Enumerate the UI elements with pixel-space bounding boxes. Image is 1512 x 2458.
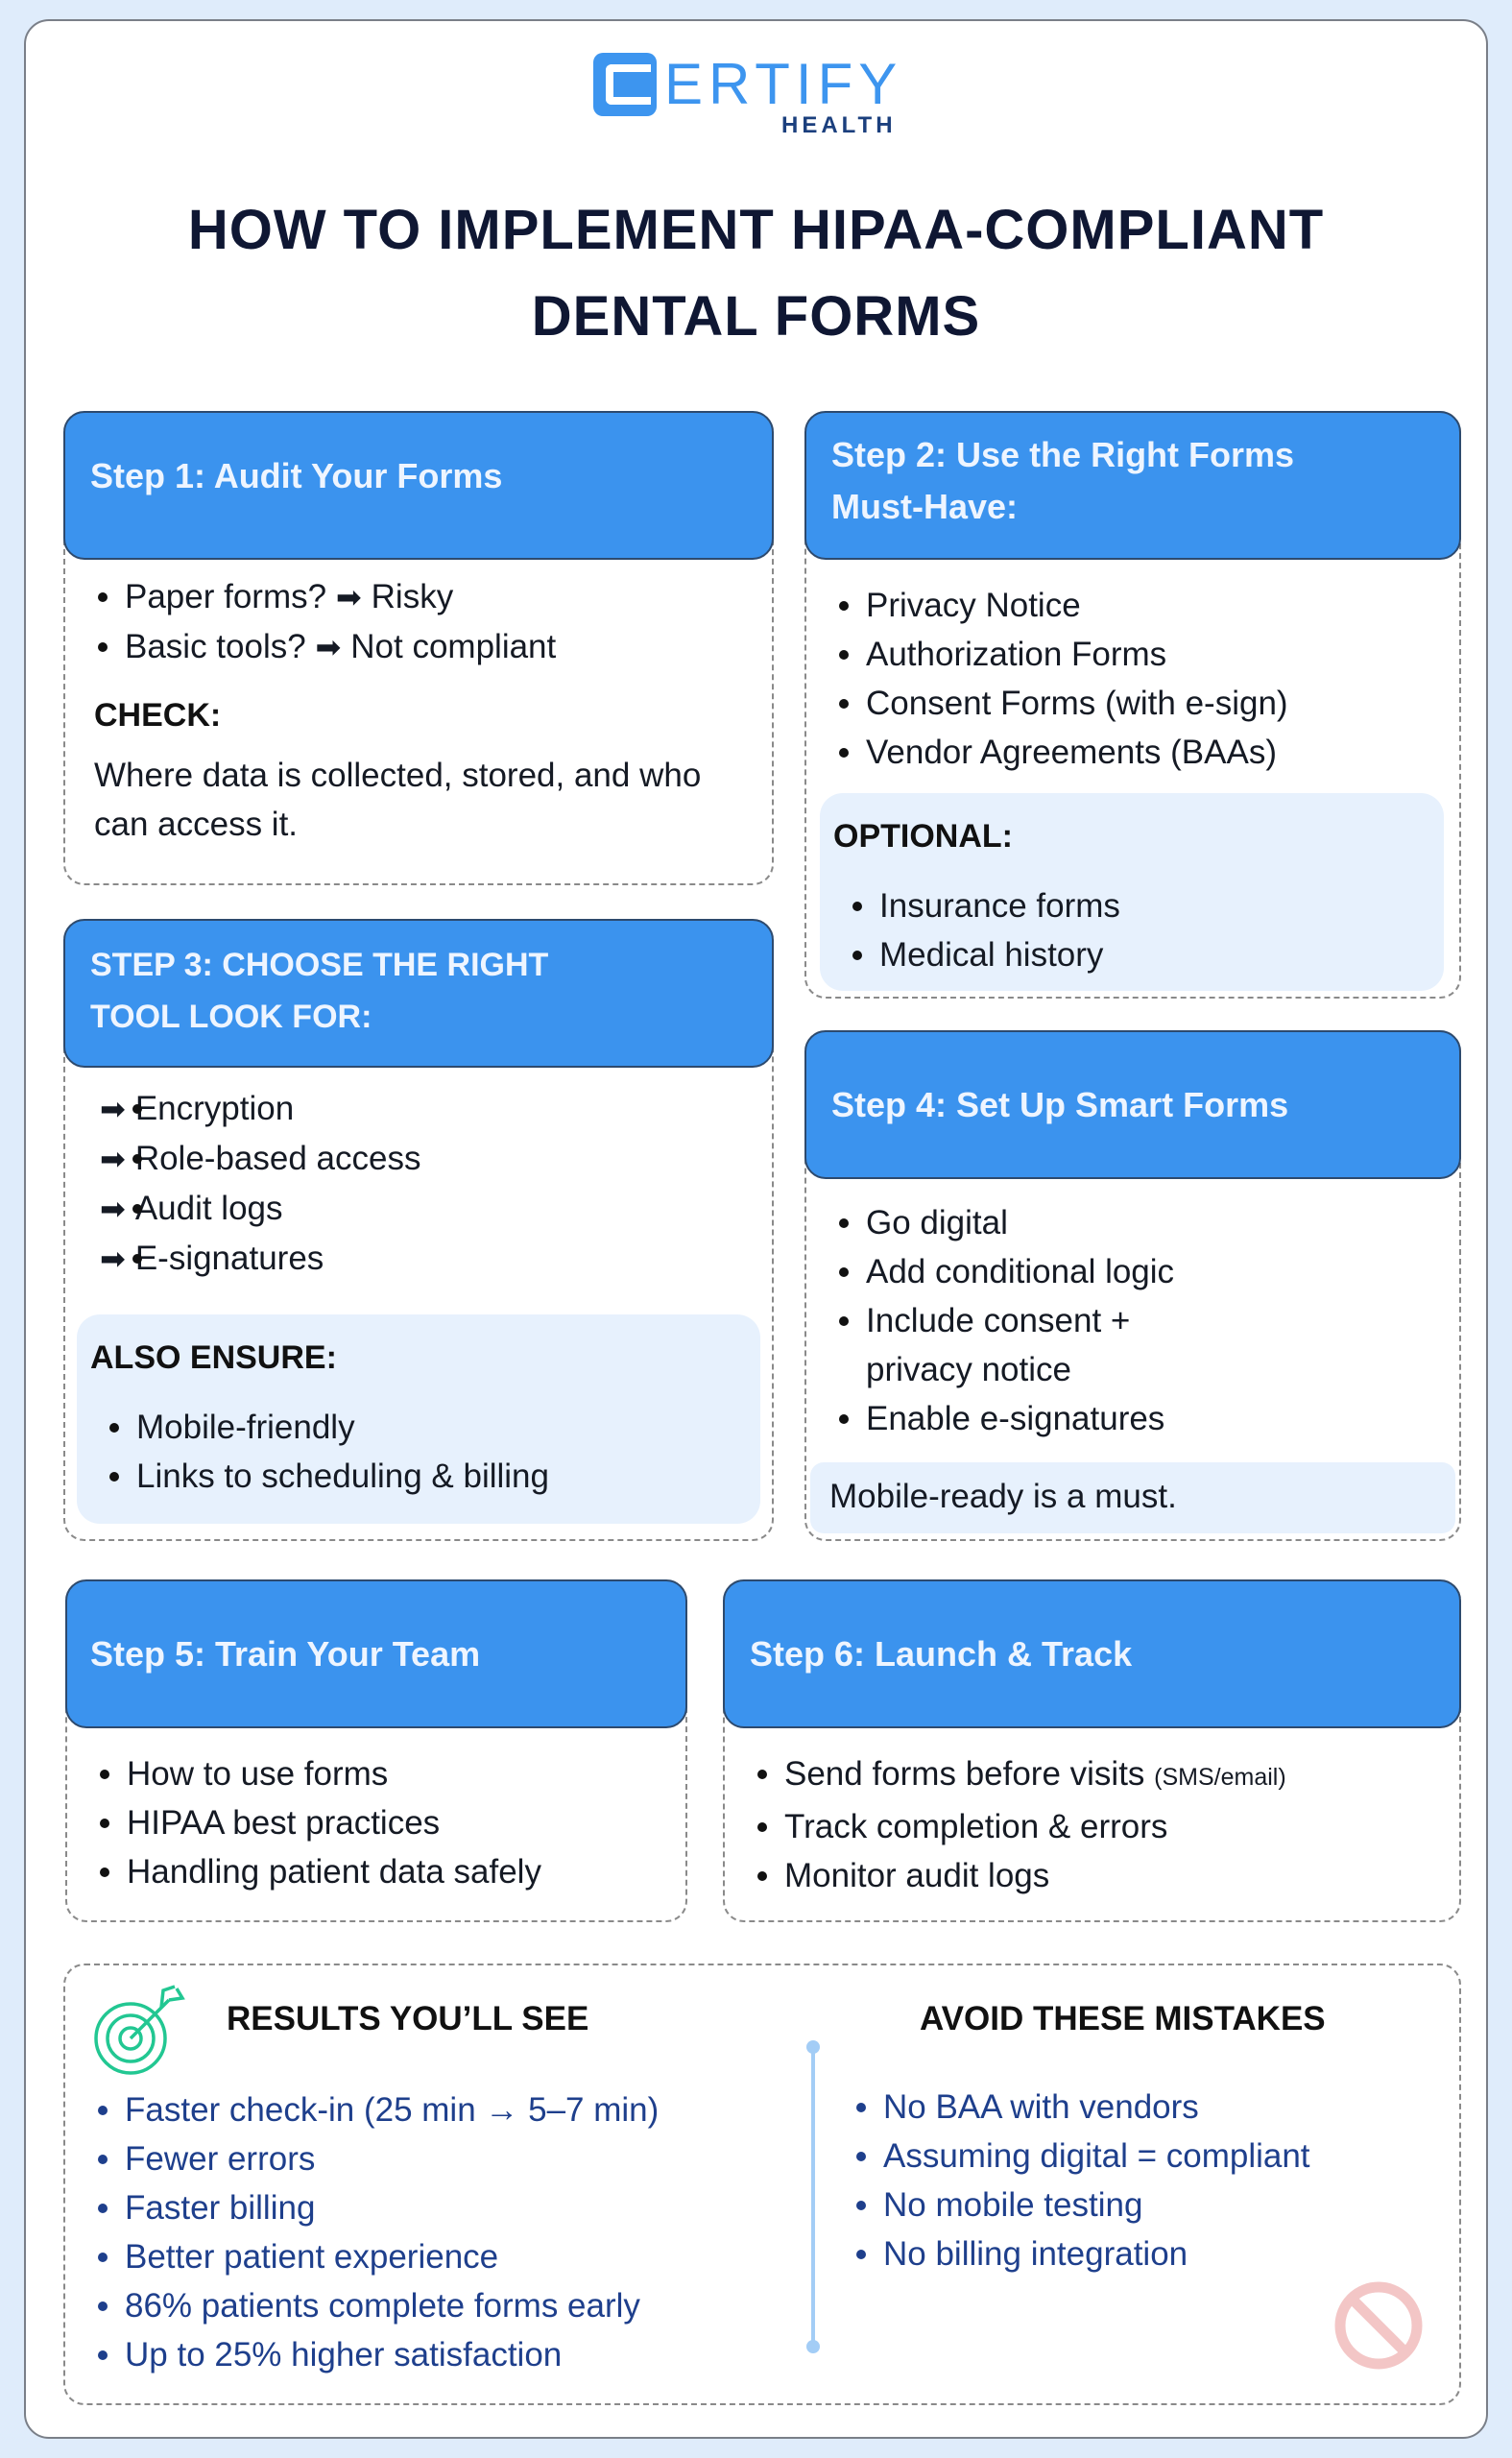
list-item: Go digital	[806, 1198, 1229, 1247]
step-6-list: Send forms before visits (SMS/email) Tra…	[725, 1749, 1459, 1900]
list-item: Enable e-signatures	[806, 1394, 1229, 1443]
step-4-note-panel: Mobile-ready is a must.	[810, 1462, 1455, 1533]
list-item: Faster check-in (25 min → 5–7 min)	[65, 2085, 795, 2134]
logo-subtitle: HEALTH	[781, 112, 897, 138]
step-3-ensure-list: Mobile-friendly Links to scheduling & bi…	[77, 1403, 760, 1501]
list-item: Send forms before visits (SMS/email)	[725, 1749, 1459, 1802]
list-item: Privacy Notice	[806, 581, 1459, 630]
list-item: ➡Audit logs	[100, 1184, 772, 1234]
list-item: ➡Encryption	[100, 1084, 772, 1134]
step-4-heading: Step 4: Set Up Smart Forms	[804, 1030, 1461, 1179]
list-item: Insurance forms	[820, 881, 1444, 930]
step-1-heading-text: Step 1: Audit Your Forms	[90, 455, 503, 495]
step-4-card: Step 4: Set Up Smart Forms Go digital Ad…	[804, 1030, 1461, 1541]
list-item: Vendor Agreements (BAAs)	[806, 728, 1459, 777]
list-item: How to use forms	[67, 1749, 685, 1798]
results-mistakes-card: RESULTS YOU’LL SEE AVOID THESE MISTAKES …	[63, 1964, 1461, 2405]
step-3-heading-line1: STEP 3: CHOOSE THE RIGHT	[90, 946, 549, 983]
step-3-lookfor-list: ➡Encryption ➡Role-based access ➡Audit lo…	[100, 1084, 772, 1284]
divider	[811, 2042, 815, 2350]
list-item: Include consent + privacy notice	[806, 1296, 1229, 1394]
page-title: HOW TO IMPLEMENT HIPAA-COMPLIANT DENTAL …	[58, 187, 1454, 360]
arrow-right-icon: ➡	[100, 1192, 126, 1226]
step-3-heading: STEP 3: CHOOSE THE RIGHT TOOL LOOK FOR:	[63, 919, 774, 1068]
list-item: Track completion & errors	[725, 1802, 1459, 1851]
step-2-heading: Step 2: Use the Right Forms Must-Have:	[804, 411, 1461, 560]
results-list: Faster check-in (25 min → 5–7 min) Fewer…	[65, 2085, 795, 2379]
step-3-heading-line2: TOOL LOOK FOR:	[90, 998, 372, 1035]
list-item: Handling patient data safely	[67, 1847, 685, 1896]
list-item: No billing integration	[824, 2229, 1438, 2278]
step-2-heading-line2: Must-Have:	[831, 486, 1019, 526]
results-heading: RESULTS YOU’LL SEE	[227, 2000, 589, 2037]
page-title-line1: HOW TO IMPLEMENT HIPAA-COMPLIANT	[187, 199, 1325, 261]
mistakes-heading: AVOID THESE MISTAKES	[920, 2000, 1326, 2037]
list-item: HIPAA best practices	[67, 1798, 685, 1847]
step-6-card: Step 6: Launch & Track Send forms before…	[723, 1579, 1461, 1922]
arrow-right-icon: ➡	[100, 1092, 126, 1126]
sms-email-note: (SMS/email)	[1154, 1764, 1286, 1791]
step-1-check-label: CHECK:	[94, 697, 222, 734]
step-3-ensure-panel: ALSO ENSURE: Mobile-friendly Links to sc…	[77, 1314, 760, 1524]
list-item: Faster billing	[65, 2183, 795, 2232]
logo-c-mark-icon	[593, 53, 657, 116]
step-4-heading-text: Step 4: Set Up Smart Forms	[831, 1084, 1289, 1124]
step-5-heading-text: Step 5: Train Your Team	[90, 1633, 481, 1674]
list-item: Consent Forms (with e-sign)	[806, 679, 1459, 728]
list-item: No BAA with vendors	[824, 2083, 1438, 2132]
list-item: ➡Role-based access	[100, 1134, 772, 1184]
list-item: Better patient experience	[65, 2232, 795, 2281]
step-2-optional-panel: OPTIONAL: Insurance forms Medical histor…	[820, 793, 1444, 991]
step-2-heading-line1: Step 2: Use the Right Forms	[831, 434, 1295, 474]
step-4-list: Go digital Add conditional logic Include…	[806, 1198, 1229, 1443]
list-item: Medical history	[820, 930, 1444, 979]
list-item: Assuming digital = compliant	[824, 2132, 1438, 2181]
step-2-card: Step 2: Use the Right Forms Must-Have: P…	[804, 411, 1461, 999]
arrow-right-icon: ➡	[100, 1142, 126, 1176]
arrow-right-icon: ➡	[315, 630, 342, 664]
list-item: ➡E-signatures	[100, 1234, 772, 1284]
list-item: Mobile-friendly	[77, 1403, 760, 1452]
certify-health-logo: ERTIFY HEALTH	[593, 53, 920, 139]
step-2-optional-label: OPTIONAL:	[833, 818, 1013, 855]
list-item: Add conditional logic	[806, 1247, 1229, 1296]
mistakes-list: No BAA with vendors Assuming digital = c…	[824, 2083, 1438, 2278]
step-1-check-text: Where data is collected, stored, and who…	[94, 757, 702, 843]
step-1-list: Paper forms? ➡Risky Basic tools? ➡Not co…	[65, 572, 772, 672]
arrow-right-icon: ➡	[335, 580, 362, 614]
list-item: 86% patients complete forms early	[65, 2281, 795, 2330]
step-5-card: Step 5: Train Your Team How to use forms…	[65, 1579, 687, 1922]
step-5-list: How to use forms HIPAA best practices Ha…	[67, 1749, 685, 1896]
step-2-optional-list: Insurance forms Medical history	[820, 881, 1444, 979]
step-3-card: STEP 3: CHOOSE THE RIGHT TOOL LOOK FOR: …	[63, 919, 774, 1541]
divider-dot-bottom	[806, 2340, 820, 2353]
list-item: Fewer errors	[65, 2134, 795, 2183]
list-item: Basic tools? ➡Not compliant	[65, 622, 772, 672]
page-title-line2: DENTAL FORMS	[531, 285, 981, 348]
list-item: Paper forms? ➡Risky	[65, 572, 772, 622]
list-item: Up to 25% higher satisfaction	[65, 2330, 795, 2379]
step-6-heading-text: Step 6: Launch & Track	[750, 1633, 1133, 1674]
logo-wordmark: ERTIFY	[664, 52, 903, 116]
step-3-ensure-label: ALSO ENSURE:	[90, 1339, 337, 1376]
step-1-heading: Step 1: Audit Your Forms	[63, 411, 774, 560]
arrow-right-icon: ➡	[100, 1241, 126, 1276]
step-1-card: Step 1: Audit Your Forms Paper forms? ➡R…	[63, 411, 774, 885]
list-item: Monitor audit logs	[725, 1851, 1459, 1900]
list-item: Links to scheduling & billing	[77, 1452, 760, 1501]
step-5-heading: Step 5: Train Your Team	[65, 1579, 687, 1728]
divider-dot-top	[806, 2040, 820, 2054]
step-6-heading: Step 6: Launch & Track	[723, 1579, 1461, 1728]
target-icon	[94, 1985, 185, 2075]
step-4-note: Mobile-ready is a must.	[829, 1478, 1177, 1515]
list-item: Authorization Forms	[806, 630, 1459, 679]
prohibited-icon	[1334, 2281, 1423, 2370]
list-item: No mobile testing	[824, 2181, 1438, 2229]
step-2-musthave-list: Privacy Notice Authorization Forms Conse…	[806, 581, 1459, 777]
